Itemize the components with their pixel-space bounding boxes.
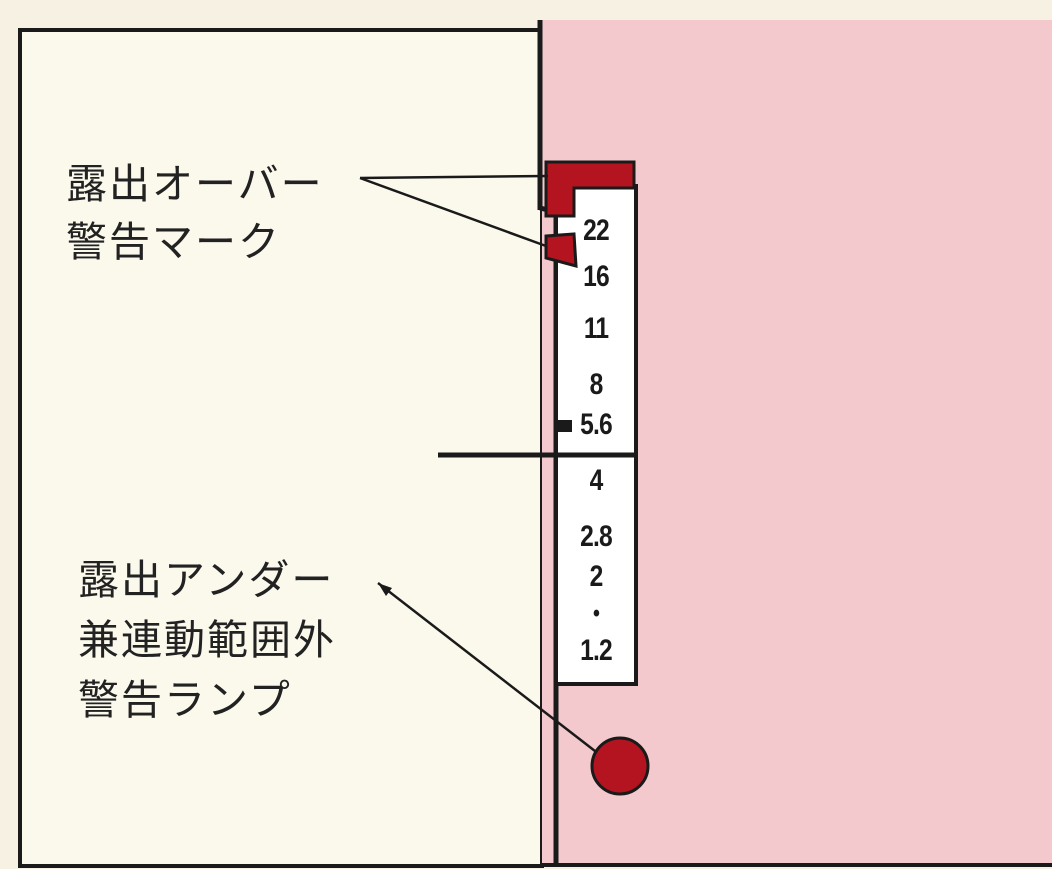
aperture-scale-box [554, 184, 638, 686]
scale-value: 11 [583, 312, 609, 345]
aperture-indicator [558, 420, 572, 432]
leader-line-bottom [359, 176, 547, 248]
scale-value: 8 [589, 368, 604, 401]
scale-value: 1.2 [580, 634, 613, 667]
overexposure-label-line1: 露出オーバー [66, 160, 324, 208]
underexposure-label-line1: 露出アンダー [78, 556, 335, 604]
scale-value: • [592, 600, 600, 627]
leader-line-top [359, 174, 549, 180]
scale-value: 22 [583, 214, 610, 247]
underexposure-label-line3: 警告ランプ [78, 676, 292, 724]
scale-value: 4 [589, 464, 604, 497]
underexposure-label-line2: 兼連動範囲外 [78, 616, 336, 664]
overexposure-warning-mark-small [544, 232, 578, 268]
overexposure-label-line2: 警告マーク [66, 218, 281, 266]
scale-value: 5.6 [580, 408, 613, 441]
scale-value: 16 [583, 260, 610, 293]
overexposure-warning-mark [544, 160, 636, 218]
left-panel [18, 28, 544, 868]
underexposure-warning-lamp [590, 736, 650, 796]
scale-value: 2 [589, 560, 604, 593]
scale-value: 2.8 [580, 520, 613, 553]
leader-arrowhead [378, 583, 392, 596]
leader-line-lamp [377, 582, 605, 759]
